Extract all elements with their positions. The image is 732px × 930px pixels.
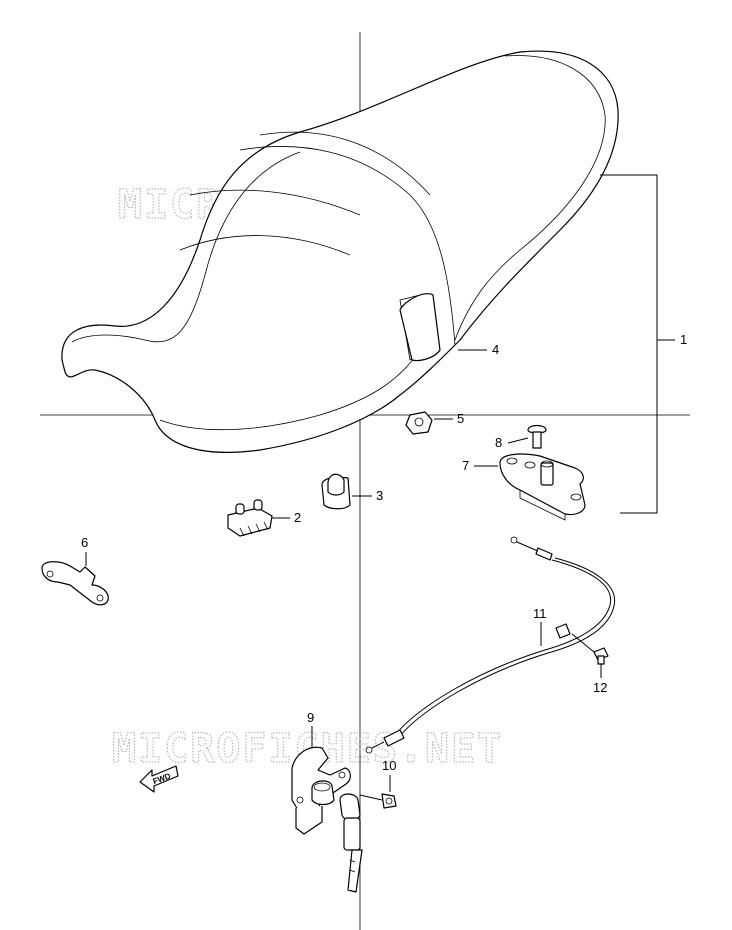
part-label-10: 10 (382, 758, 396, 773)
part-label-7: 7 (462, 458, 469, 473)
fwd-label: FWD (152, 771, 172, 786)
part-label-6: 6 (81, 535, 88, 550)
part-label-3: 3 (376, 488, 383, 503)
cushion-rubber[interactable] (227, 499, 273, 537)
part-label-8: 8 (495, 435, 502, 450)
key-icon (339, 793, 363, 893)
part-label-12: 12 (593, 680, 607, 695)
seat-bracket[interactable] (41, 561, 109, 606)
seat-belt[interactable] (399, 293, 441, 362)
part-label-5: 5 (457, 411, 464, 426)
seat-hook[interactable] (499, 453, 586, 521)
seat-assembly[interactable] (61, 50, 619, 453)
bolt[interactable] (527, 424, 547, 449)
part-label-4: 4 (492, 342, 499, 357)
leader-1 (600, 174, 658, 514)
part-label-9: 9 (307, 710, 314, 725)
part-label-11: 11 (533, 606, 547, 621)
lock-cable[interactable] (365, 536, 616, 754)
lock-bolt[interactable] (359, 793, 397, 809)
part-label-1: 1 (680, 332, 687, 347)
cable-bolt[interactable] (593, 647, 609, 665)
nut[interactable] (405, 411, 433, 435)
cushion[interactable] (321, 473, 351, 510)
part-label-2: 2 (294, 510, 301, 525)
seat-lock[interactable] (291, 746, 351, 835)
